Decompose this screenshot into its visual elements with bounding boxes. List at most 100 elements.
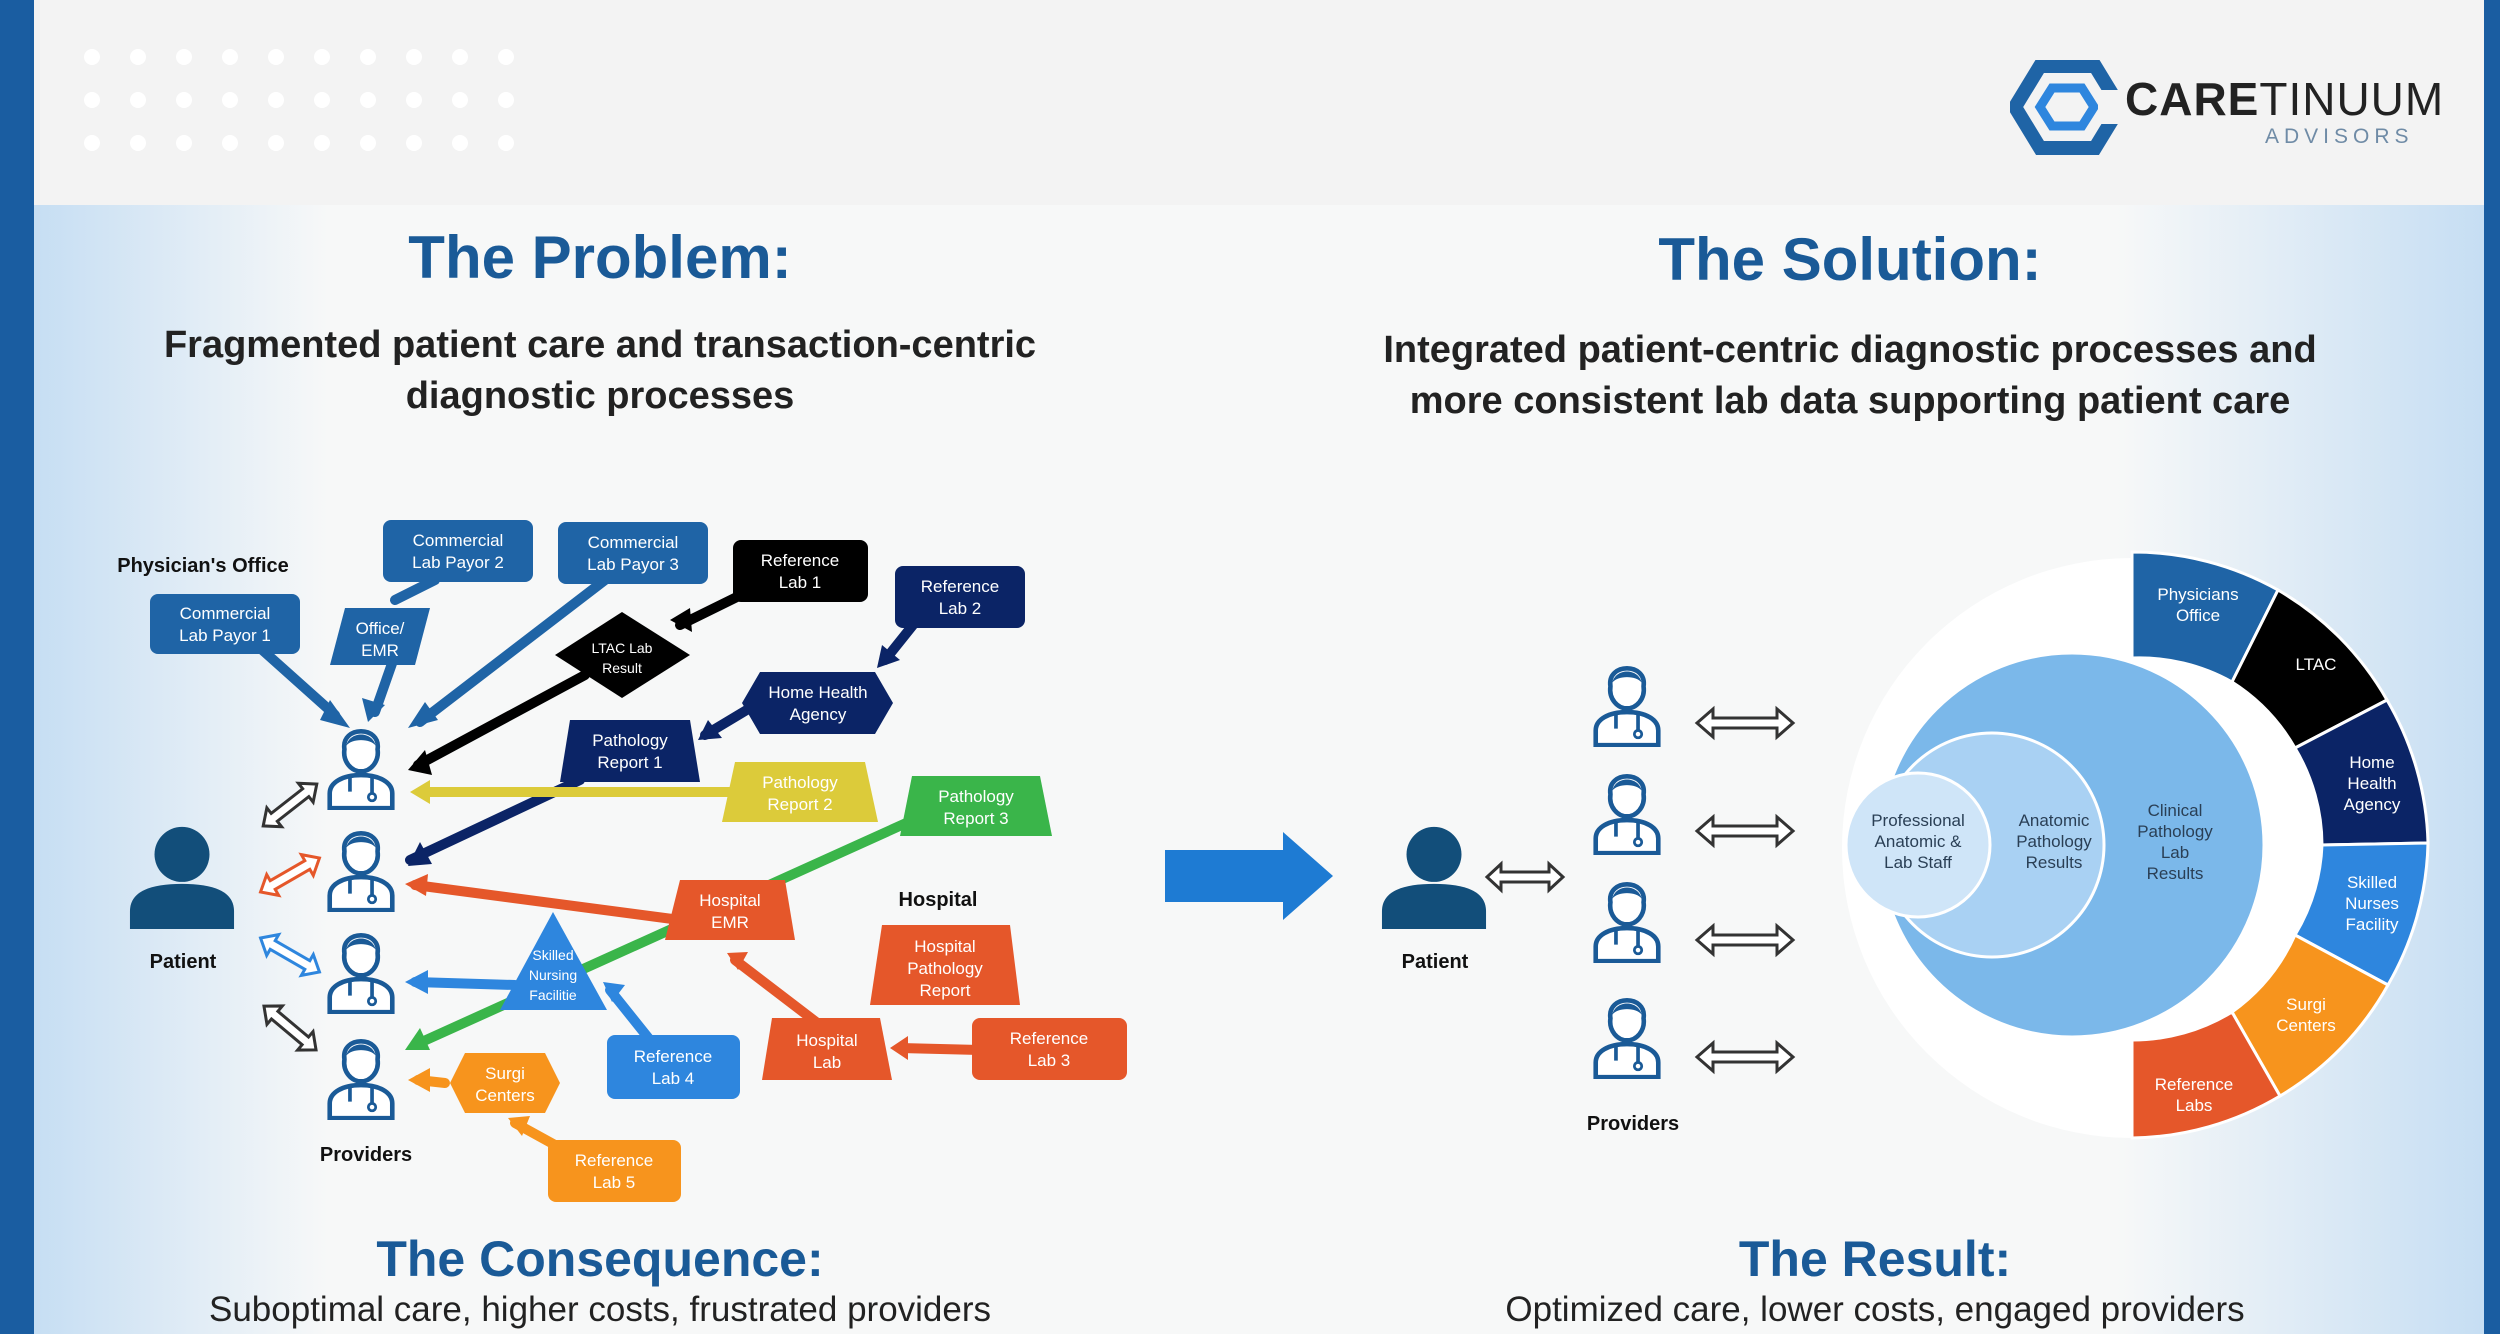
node-label: Nursing bbox=[529, 967, 577, 983]
right-accent-stripe bbox=[2484, 0, 2500, 1334]
segment-label: Facility bbox=[2346, 915, 2399, 934]
segment-label: LTAC bbox=[2296, 655, 2337, 674]
caretinuum-logo-icon bbox=[2010, 60, 2125, 155]
node-label: EMR bbox=[361, 641, 399, 660]
circle-label: Pathology bbox=[2016, 832, 2092, 851]
circle-label: Anatomic bbox=[2019, 811, 2090, 830]
left-accent-stripe bbox=[0, 0, 34, 1334]
solution-diagram: Patient Providers Professional bbox=[1381, 550, 2430, 1140]
solution-title: The Solution: bbox=[1658, 226, 2042, 293]
node-pathology-report-1 bbox=[560, 720, 700, 782]
provider-icon bbox=[1596, 1000, 1659, 1077]
node-reference-lab-3 bbox=[972, 1018, 1127, 1080]
node-label: Reference bbox=[634, 1047, 712, 1066]
segment-label: Physicians bbox=[2157, 585, 2238, 604]
node-label: Commercial bbox=[588, 533, 679, 552]
provider-icon bbox=[1596, 668, 1659, 745]
node-label: Reference bbox=[575, 1151, 653, 1170]
patient-provider-arrows bbox=[258, 781, 322, 1052]
node-hospital-pathology-report bbox=[870, 925, 1020, 1005]
patient-label: Patient bbox=[150, 951, 217, 973]
provider-link-arrows bbox=[1694, 705, 1796, 1075]
node-reference-lab-1 bbox=[733, 540, 868, 602]
connector-arrowheads bbox=[320, 608, 908, 1136]
circle-label: Results bbox=[2147, 864, 2204, 883]
double-arrow-icon bbox=[258, 852, 322, 898]
connector-ltac bbox=[413, 670, 590, 770]
node-label: Commercial bbox=[413, 531, 504, 550]
segment-reference-labs bbox=[2130, 1009, 2283, 1140]
problem-node-labels: Commercial Lab Payor 1 Office/ EMR Comme… bbox=[179, 531, 1088, 1192]
circle-label: Pathology bbox=[2137, 822, 2213, 841]
node-label: Report 2 bbox=[767, 795, 832, 814]
double-arrow-icon bbox=[261, 781, 319, 829]
segment-labels: Physicians Office LTAC Home Health Agenc… bbox=[2155, 585, 2401, 1115]
node-label: Centers bbox=[475, 1086, 535, 1105]
segment-label: Nurses bbox=[2345, 894, 2399, 913]
double-arrow-icon bbox=[1694, 813, 1796, 849]
node-label: Lab 4 bbox=[652, 1069, 695, 1088]
segment-label: Skilled bbox=[2347, 873, 2397, 892]
node-label: EMR bbox=[711, 913, 749, 932]
provider-icon bbox=[1596, 776, 1659, 853]
node-label: Lab bbox=[813, 1053, 841, 1072]
node-commercial-payor-2 bbox=[383, 520, 533, 582]
patient-label: Patient bbox=[1402, 951, 1469, 973]
node-home-health-agency bbox=[742, 672, 893, 734]
connector-snf bbox=[410, 977, 520, 990]
segment-label: Surgi bbox=[2286, 995, 2326, 1014]
provider-icon bbox=[1596, 884, 1659, 961]
node-hospital-lab bbox=[762, 1018, 892, 1080]
connector-hospital-lab bbox=[730, 955, 825, 1030]
node-label: Reference bbox=[1010, 1029, 1088, 1048]
providers-label: Providers bbox=[320, 1144, 412, 1166]
double-arrow-icon bbox=[1484, 860, 1566, 894]
node-label: Facilitie bbox=[529, 987, 577, 1003]
problem-title: The Problem: bbox=[408, 224, 792, 291]
node-hospital-emr bbox=[665, 880, 795, 940]
result-body: Optimized care, lower costs, engaged pro… bbox=[1505, 1290, 2245, 1329]
logo-word-light: TINUUM bbox=[2259, 73, 2445, 125]
double-arrow-icon bbox=[258, 932, 322, 978]
node-label: Home Health bbox=[768, 683, 867, 702]
node-label: Lab 2 bbox=[939, 599, 982, 618]
node-label: Pathology bbox=[938, 787, 1014, 806]
logo-tagline: ADVISORS bbox=[2265, 125, 2414, 148]
circle-label: Clinical bbox=[2148, 801, 2203, 820]
double-arrow-icon bbox=[1694, 1039, 1796, 1075]
segment-label: Office bbox=[2176, 606, 2220, 625]
provider-icon bbox=[330, 935, 393, 1012]
connector-payor3 bbox=[415, 575, 610, 727]
segment-label: Home bbox=[2349, 753, 2394, 772]
logo-wordmark: CARETINUUM bbox=[2125, 72, 2444, 126]
node-label: Lab 1 bbox=[779, 573, 822, 592]
node-label: Pathology bbox=[762, 773, 838, 792]
node-label: Pathology bbox=[592, 731, 668, 750]
problem-diagram: Physician's Office Hospital bbox=[117, 520, 1127, 1202]
node-label: Reference bbox=[761, 551, 839, 570]
node-label: Agency bbox=[790, 705, 847, 724]
segment-label: Labs bbox=[2176, 1096, 2213, 1115]
node-pathology-report-3 bbox=[900, 776, 1052, 836]
node-label: Result bbox=[602, 660, 642, 676]
node-label: Lab 3 bbox=[1028, 1051, 1071, 1070]
inner-circle-labels: Professional Anatomic & Lab Staff Anatom… bbox=[1871, 801, 2213, 883]
connector-hospital-emr bbox=[410, 880, 685, 925]
node-label: Hospital bbox=[914, 937, 975, 956]
connector-reflab3 bbox=[895, 1043, 985, 1055]
node-label: Pathology bbox=[907, 959, 983, 978]
node-label: Lab 5 bbox=[593, 1173, 636, 1192]
providers-label: Providers bbox=[1587, 1113, 1679, 1135]
node-label: Report 1 bbox=[597, 753, 662, 772]
circle-label: Professional bbox=[1871, 811, 1965, 830]
patient-icon bbox=[129, 826, 235, 930]
connector-reflab4 bbox=[605, 985, 655, 1045]
professional-staff-circle bbox=[1844, 771, 1992, 919]
node-reference-lab-5 bbox=[548, 1140, 681, 1202]
node-label: Report bbox=[919, 981, 970, 1000]
decorative-dot-grid bbox=[84, 49, 514, 151]
node-surgi-centers bbox=[450, 1053, 560, 1113]
problem-subtitle-line: Fragmented patient care and transaction-… bbox=[163, 324, 1037, 366]
solution-subtitle-line: more consistent lab data supporting pati… bbox=[1409, 380, 2291, 422]
